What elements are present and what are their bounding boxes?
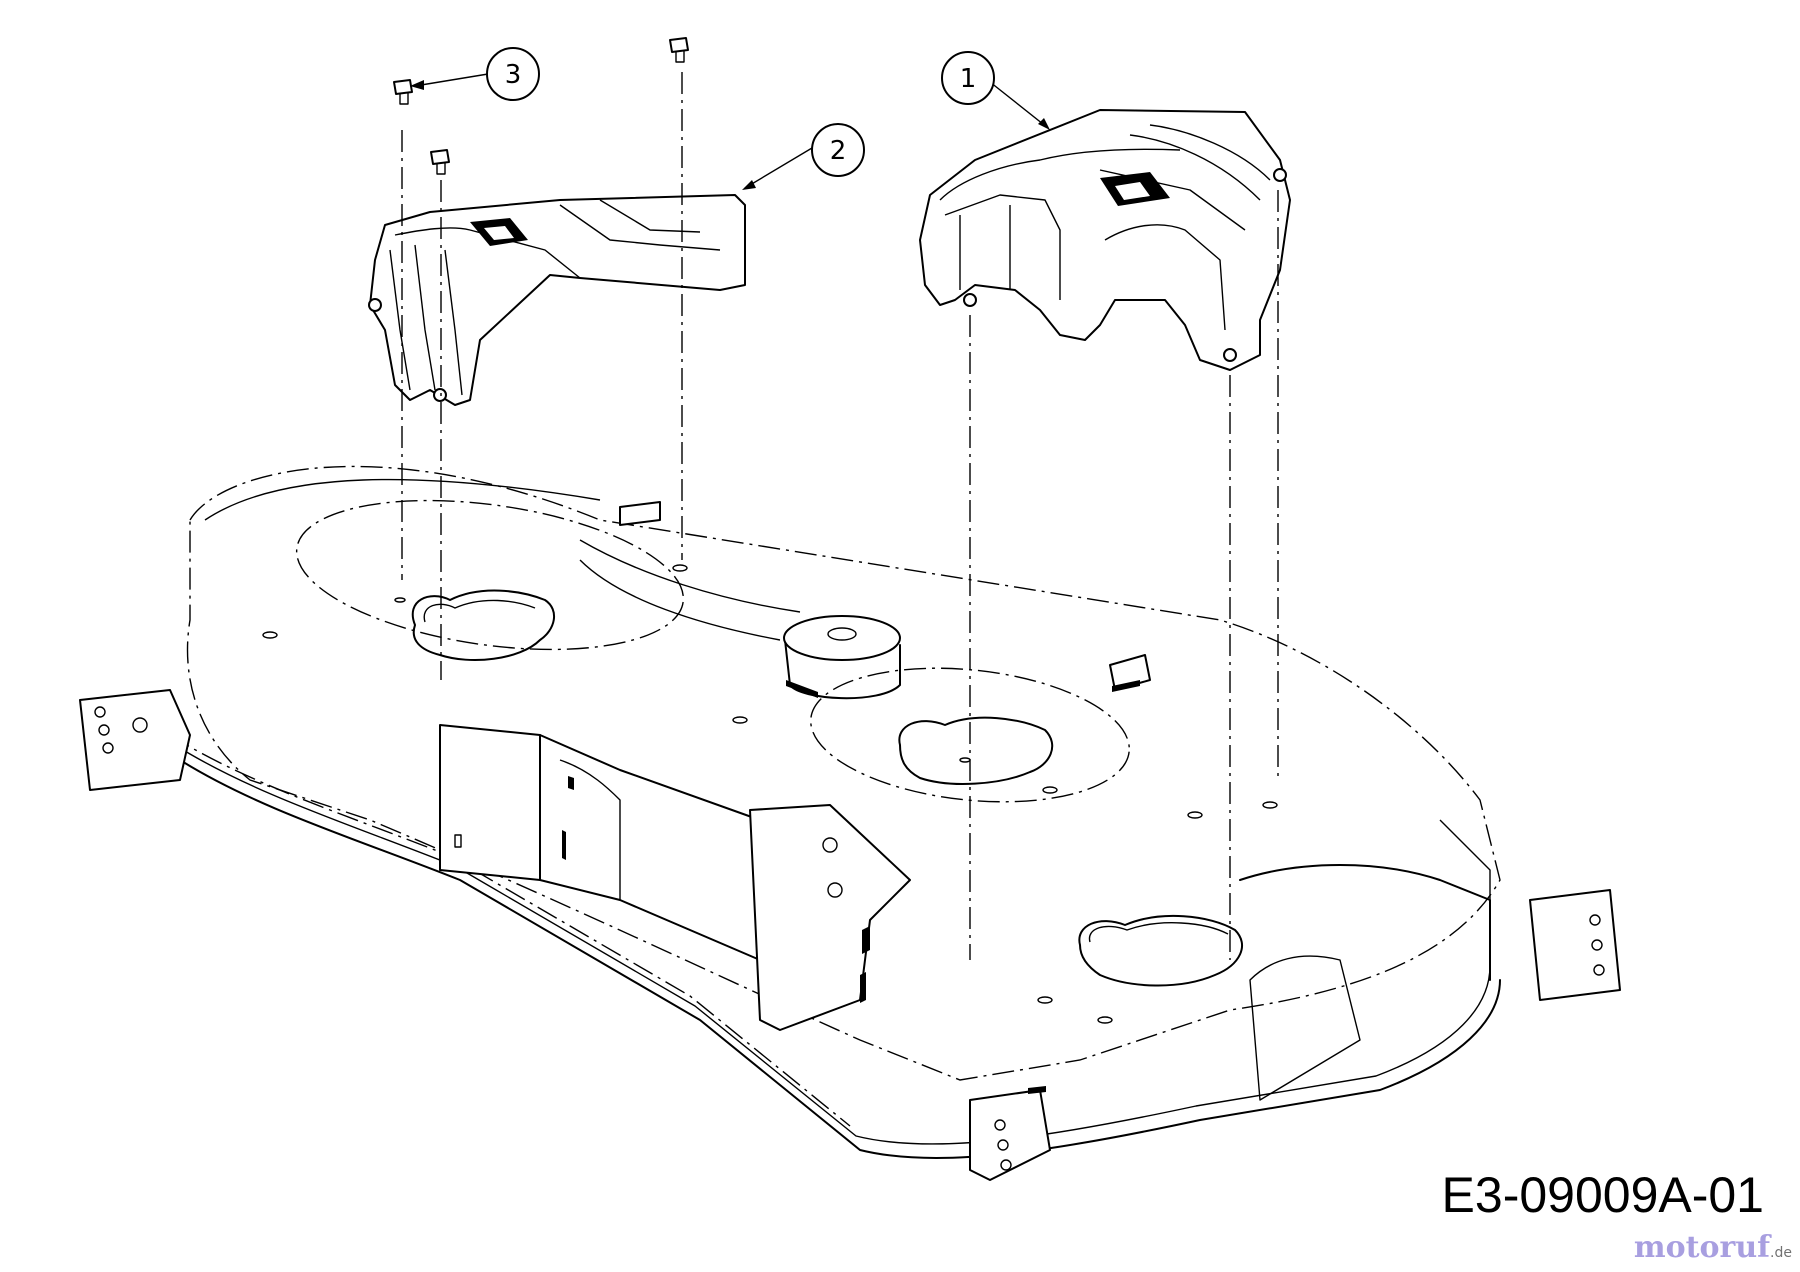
front-plate (749, 804, 911, 1031)
bolt-3 (430, 149, 450, 175)
watermark-brand: motoruf (1633, 1230, 1771, 1265)
callout-1: 1 (941, 51, 1050, 130)
part-1-belt-cover-right (919, 109, 1291, 371)
callout-3: 3 (410, 47, 540, 101)
hanger-bracket-left (79, 689, 191, 791)
part-3-bolts (393, 37, 689, 175)
watermark-logo: motoruf.de (1634, 1230, 1792, 1265)
idler-pulley-boss (783, 615, 901, 700)
discharge-chute (439, 724, 761, 961)
callout-2: 2 (742, 123, 865, 190)
mower-deck (79, 465, 1621, 1181)
deck-mounting-holes (262, 564, 1278, 1024)
bolt-1 (393, 79, 413, 105)
part-2-belt-cover-left (368, 194, 746, 406)
hanger-bracket-front (969, 1086, 1051, 1181)
drawing-code: E3-09009A-01 (1441, 1167, 1764, 1223)
callout-3-label: 3 (505, 60, 522, 90)
watermark-domain: .de (1770, 1245, 1792, 1261)
assembly-lines (401, 72, 1279, 960)
hanger-bracket-right (1529, 889, 1621, 1001)
callout-2-label: 2 (830, 136, 847, 166)
callout-1-label: 1 (960, 64, 977, 94)
bolt-2 (669, 37, 689, 63)
